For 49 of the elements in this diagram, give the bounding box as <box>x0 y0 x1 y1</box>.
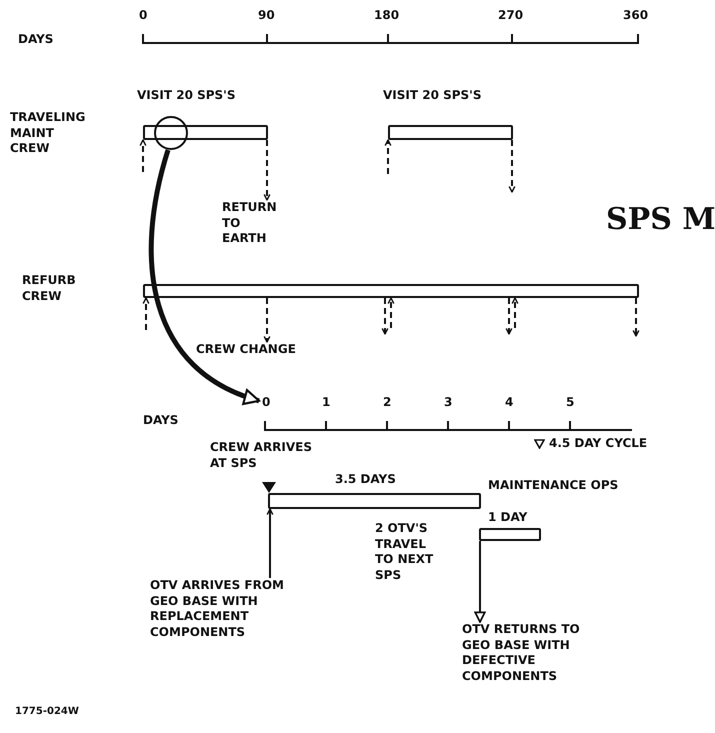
magnifier-circle <box>154 116 188 150</box>
title: SPS M <box>606 201 715 239</box>
tick-label: 5 <box>566 395 574 411</box>
tick-label: 90 <box>258 8 275 24</box>
bar-caption: VISIT 20 SPS'S <box>383 88 482 104</box>
axis-label: DAYS <box>18 32 54 48</box>
arrow <box>148 149 260 404</box>
tick-label: 2 <box>383 395 392 411</box>
arrow <box>142 297 150 330</box>
arrow <box>384 139 392 174</box>
arrow <box>140 139 146 172</box>
timeline-bar <box>268 493 481 509</box>
note-text: OTV ARRIVES FROM GEO BASE WITH REPLACEMENT COMPONENTS <box>150 578 310 640</box>
timeline-bar <box>143 284 639 298</box>
bar-caption: 3.5 DAYS <box>335 472 396 488</box>
tick-label: 180 <box>374 8 400 24</box>
bar-caption: VISIT 20 SPS'S <box>137 88 236 104</box>
annotation: CREW CHANGE <box>196 342 296 358</box>
tick-label: 360 <box>623 8 648 24</box>
annotation: 2 OTV'S TRAVEL TO NEXT SPS <box>375 521 434 584</box>
row-label: TRAVELING MAINT CREW <box>10 110 86 157</box>
arrow <box>266 508 274 578</box>
tick-label: 0 <box>139 8 148 24</box>
timeline-bar <box>479 528 541 541</box>
arrow <box>508 140 516 193</box>
bar-caption: 1 DAY <box>488 510 528 526</box>
annotation: CREW ARRIVES AT SPS <box>210 440 314 472</box>
figure-number: 1775-024W <box>15 705 79 718</box>
tick-label: 270 <box>498 8 524 24</box>
arrow <box>264 140 270 201</box>
axis-label: DAYS <box>143 413 178 429</box>
arrow <box>388 297 394 328</box>
arrow <box>382 298 388 335</box>
arrow <box>512 297 518 328</box>
tick-label: 1 <box>322 395 330 411</box>
timeline-bar <box>388 125 513 140</box>
note-text: OTV RETURNS TO GEO BASE WITH DEFECTIVE COMPONENTS <box>462 622 612 684</box>
tick-label: 4 <box>505 395 514 411</box>
tick-label: 3 <box>444 395 452 411</box>
arrow <box>506 298 512 335</box>
timeline-bar <box>143 125 268 140</box>
tick-label: 0 <box>262 395 270 411</box>
annotation: RETURN TO EARTH <box>222 200 280 247</box>
arrow <box>264 298 270 343</box>
arrow <box>632 298 640 337</box>
arrow <box>474 541 486 623</box>
row-label: REFURB CREW <box>22 273 77 304</box>
legend-text: 4.5 DAY CYCLE <box>549 436 648 452</box>
bar-caption: MAINTENANCE OPS <box>488 478 618 494</box>
